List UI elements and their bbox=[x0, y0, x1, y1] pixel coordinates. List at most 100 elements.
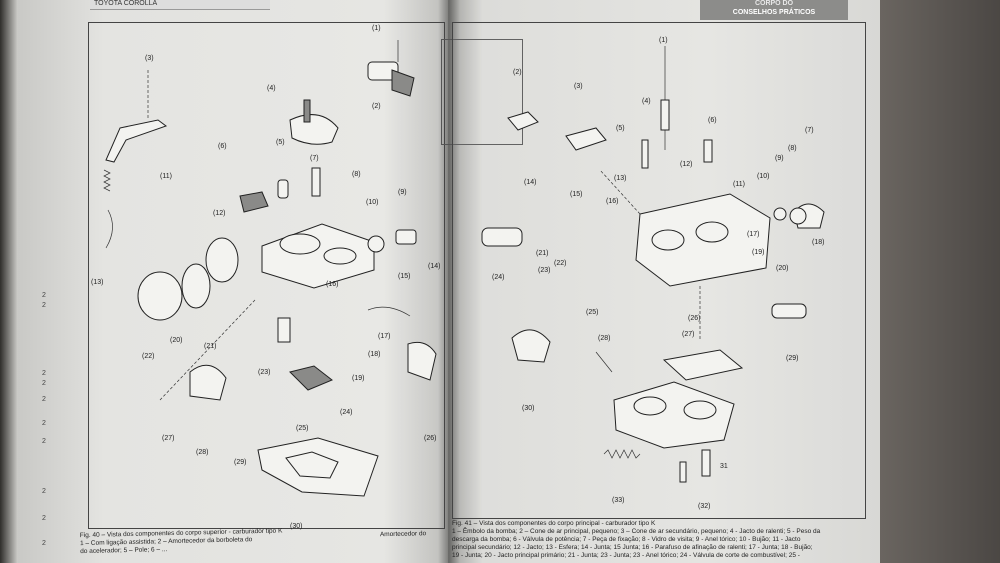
callout-r4: (4) bbox=[642, 98, 651, 105]
part-23 bbox=[277, 317, 291, 343]
part-r6-valve bbox=[703, 139, 713, 163]
part-r9-oring bbox=[773, 207, 787, 221]
callout-r11: (11) bbox=[733, 181, 745, 188]
callout-r10: (10) bbox=[757, 173, 769, 180]
callout-r19: (19) bbox=[752, 249, 764, 256]
callout-22: (22) bbox=[142, 353, 154, 360]
callout-25: (25) bbox=[296, 425, 308, 432]
caption-line: 1 – Êmbolo da bomba; 2 – Cone de ar prin… bbox=[452, 528, 821, 535]
right-figure-parts bbox=[481, 46, 825, 483]
callout-r25: (25) bbox=[586, 309, 598, 316]
callout-r30: (30) bbox=[522, 405, 534, 412]
right-figure-caption: Fig. 41 – Vista dos componentes do corpo… bbox=[452, 520, 862, 560]
part-10-ring bbox=[367, 235, 385, 253]
part-inset-servo bbox=[367, 61, 399, 81]
callout-19: (19) bbox=[352, 375, 364, 382]
callout-7: (7) bbox=[310, 155, 319, 162]
callout-8: (8) bbox=[352, 171, 361, 178]
callout-15: (15) bbox=[398, 273, 410, 280]
part-22-pump bbox=[137, 271, 183, 321]
callout-26: (26) bbox=[424, 435, 436, 442]
part-12-cover bbox=[205, 237, 239, 283]
part-r4-jet bbox=[641, 139, 649, 169]
callout-12: (12) bbox=[213, 210, 225, 217]
callout-r8: (8) bbox=[788, 145, 797, 152]
part-r27-gasket bbox=[662, 349, 744, 381]
running-title-section: CONSELHOS PRÁTICOS bbox=[732, 9, 816, 16]
part-3-lever bbox=[105, 119, 168, 163]
caption-fragment: Amortecedor do bbox=[379, 530, 427, 539]
caption-line: descarga da bomba; 6 - Válvula de potênc… bbox=[452, 536, 801, 543]
callout-5: (5) bbox=[276, 139, 285, 146]
callout-r28: (28) bbox=[598, 335, 610, 342]
right-running-title: CORPO DO CONSELHOS PRÁTICOS bbox=[700, 0, 848, 20]
callout-16: (16) bbox=[326, 281, 338, 288]
margin-mark: 2 bbox=[42, 396, 46, 403]
callout-r6: (6) bbox=[708, 117, 717, 124]
part-26 bbox=[407, 341, 437, 381]
margin-index-marks: 2 2 2 2 2 2 2 2 2 2 bbox=[20, 0, 64, 563]
margin-mark: 2 bbox=[42, 438, 46, 445]
part-bolt bbox=[303, 99, 311, 123]
book-gutter bbox=[438, 0, 460, 563]
part-r1-plunger bbox=[660, 99, 670, 131]
callout-r16: (16) bbox=[606, 198, 618, 205]
callout-r15: (15) bbox=[570, 191, 582, 198]
callout-r2: (2) bbox=[513, 69, 522, 76]
margin-mark: 2 bbox=[42, 302, 46, 309]
callout-30: (30) bbox=[290, 523, 302, 530]
callout-r24: (24) bbox=[492, 274, 504, 281]
left-figure-frame bbox=[88, 22, 523, 529]
callout-r9: (9) bbox=[775, 155, 784, 162]
callout-2: (2) bbox=[372, 103, 381, 110]
callout-r29: (29) bbox=[786, 355, 798, 362]
part-r3-venturi bbox=[565, 127, 607, 151]
callout-3: (3) bbox=[145, 55, 154, 62]
margin-mark: 2 bbox=[42, 420, 46, 427]
callout-21: (21) bbox=[204, 343, 216, 350]
part-6 bbox=[239, 191, 269, 213]
callout-11: (11) bbox=[160, 173, 172, 180]
part-r31 bbox=[679, 461, 687, 483]
running-title-top: CORPO DO bbox=[754, 0, 794, 7]
margin-mark: 2 bbox=[42, 540, 46, 547]
callout-r18: (18) bbox=[812, 239, 824, 246]
part-25-solenoid bbox=[289, 365, 333, 391]
right-callout-labels: (1) (2) (3) (4) (5) (6) (7) (8) (9) (10)… bbox=[492, 37, 824, 510]
callout-r5: (5) bbox=[616, 125, 625, 132]
callout-1: (1) bbox=[372, 25, 381, 32]
margin-mark: 2 bbox=[42, 380, 46, 387]
callout-r12: (12) bbox=[680, 161, 692, 168]
callout-14: (14) bbox=[428, 263, 440, 270]
callout-r22: (22) bbox=[554, 260, 566, 267]
callout-r13: (13) bbox=[614, 175, 626, 182]
left-page bbox=[18, 0, 448, 563]
callout-9: (9) bbox=[398, 189, 407, 196]
caption-line: 19 - Junta; 20 - Jacto principal primári… bbox=[452, 552, 800, 559]
callout-r33: (33) bbox=[612, 497, 624, 504]
part-28 bbox=[189, 364, 227, 401]
part-r33-spring bbox=[603, 449, 641, 459]
callout-r31: 31 bbox=[720, 463, 728, 470]
margin-mark: 2 bbox=[42, 292, 46, 299]
margin-mark: 2 bbox=[42, 515, 46, 522]
callout-18: (18) bbox=[368, 351, 380, 358]
callout-r27: (27) bbox=[682, 331, 694, 338]
callout-6: (6) bbox=[218, 143, 227, 150]
callout-r1: (1) bbox=[659, 37, 668, 44]
left-running-title: TOYOTA COROLLA bbox=[90, 0, 270, 10]
inset-detail-box bbox=[441, 39, 523, 145]
callout-4: (4) bbox=[267, 85, 276, 92]
callout-r26: (26) bbox=[688, 315, 700, 322]
left-callout-labels: (1) (2) (3) (4) (5) (6) (7) (8) (9) (10)… bbox=[91, 25, 440, 530]
callout-r17: (17) bbox=[747, 231, 759, 238]
caption-line: Fig. 41 – Vista dos componentes do corpo… bbox=[452, 520, 656, 527]
callout-r7: (7) bbox=[805, 127, 814, 134]
part-16-upper-body bbox=[261, 223, 375, 289]
left-figure-parts bbox=[103, 40, 437, 497]
part-r29 bbox=[771, 303, 807, 319]
callout-27: (27) bbox=[162, 435, 174, 442]
part-r2-venturi bbox=[507, 111, 539, 131]
